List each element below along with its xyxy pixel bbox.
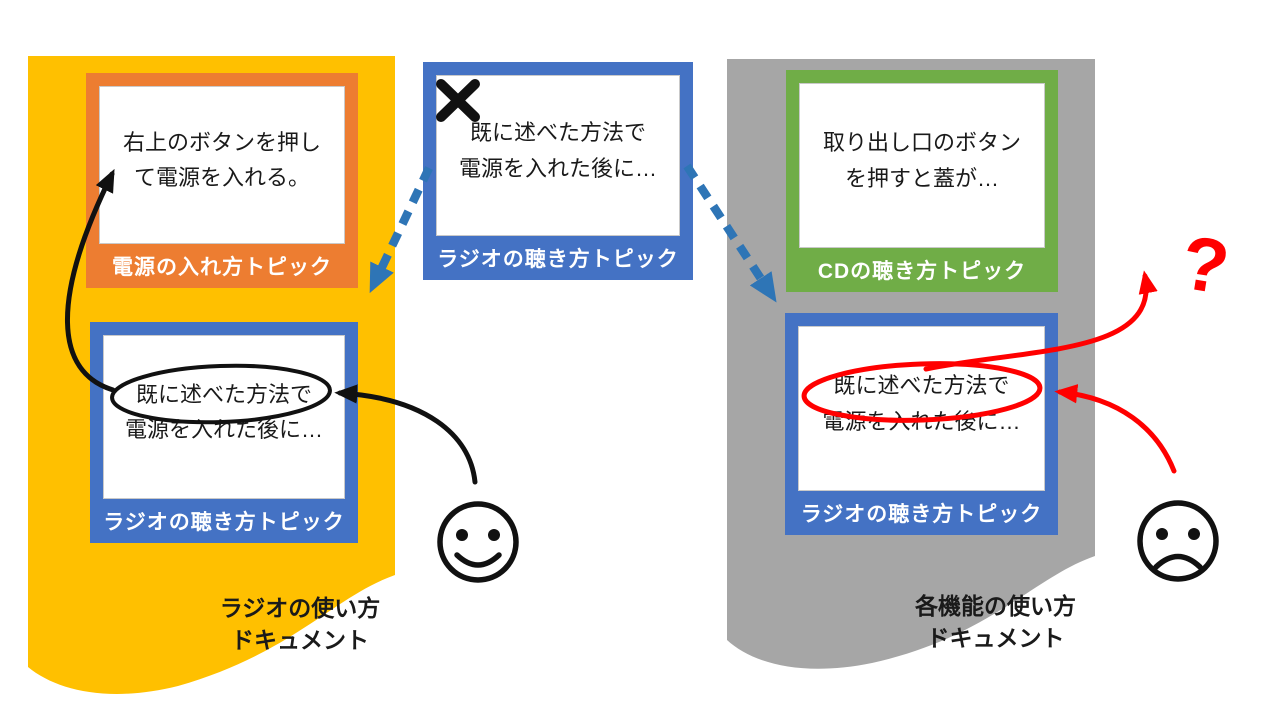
topic-box-power: 右上のボタンを押し て電源を入れる。 電源の入れ方トピック — [86, 73, 358, 288]
topic-content-radio-left: 既に述べた方法で 電源を入れた後に… — [103, 335, 345, 499]
left-document-title-line1: ラジオの使い方 — [219, 595, 381, 621]
topic-box-cd: 取り出し口のボタン を押すと蓋が… CDの聴き方トピック — [786, 70, 1058, 292]
topic-content-radio-right: 既に述べた方法で 電源を入れた後に… — [798, 326, 1045, 491]
topic-label-cd: CDの聴き方トピック — [817, 260, 1027, 283]
left-document-title: ラジオの使い方 ドキュメント — [205, 592, 395, 656]
topic-text-line: 右上のボタンを押し — [122, 129, 321, 155]
question-mark: ? — [1175, 219, 1235, 312]
topic-text-line: を押すと蓋が… — [844, 165, 999, 191]
topic-text-line: 既に述べた方法で — [469, 120, 646, 146]
right-document-title-line2: ドキュメント — [926, 625, 1065, 652]
topic-label-radio-left: ラジオの聴き方トピック — [103, 511, 345, 534]
topic-box-radio-left: 既に述べた方法で 電源を入れた後に… ラジオの聴き方トピック — [90, 322, 358, 543]
topic-content-power: 右上のボタンを押し て電源を入れる。 — [99, 86, 345, 244]
topic-text-line: 電源を入れた後に… — [124, 417, 323, 442]
topic-label-power: 電源の入れ方トピック — [112, 256, 332, 279]
topic-text-line: 既に述べた方法で — [135, 381, 312, 407]
topic-label-radio-right: ラジオの聴き方トピック — [800, 503, 1043, 526]
topic-text-line: 取り出し口のボタン — [822, 130, 1021, 156]
topic-text-line: 既に述べた方法で — [833, 373, 1010, 399]
topic-content-radio-center: 既に述べた方法で 電源を入れた後に… — [436, 75, 680, 236]
topic-label-radio-center: ラジオの聴き方トピック — [437, 248, 679, 271]
right-document-title-line1: 各機能の使い方 — [915, 593, 1076, 619]
topic-text-line: て電源を入れる。 — [133, 165, 310, 190]
left-document-title-line2: ドキュメント — [231, 627, 369, 654]
topic-text-line: 電源を入れた後に… — [458, 155, 657, 181]
topic-box-radio-center: 既に述べた方法で 電源を入れた後に… ラジオの聴き方トピック — [423, 62, 693, 280]
right-document-title: 各機能の使い方 ドキュメント — [898, 590, 1093, 654]
topic-box-radio-right: 既に述べた方法で 電源を入れた後に… ラジオの聴き方トピック — [785, 313, 1058, 535]
topic-text-line: 電源を入れた後に… — [822, 408, 1021, 434]
topic-content-cd: 取り出し口のボタン を押すと蓋が… — [799, 83, 1045, 248]
